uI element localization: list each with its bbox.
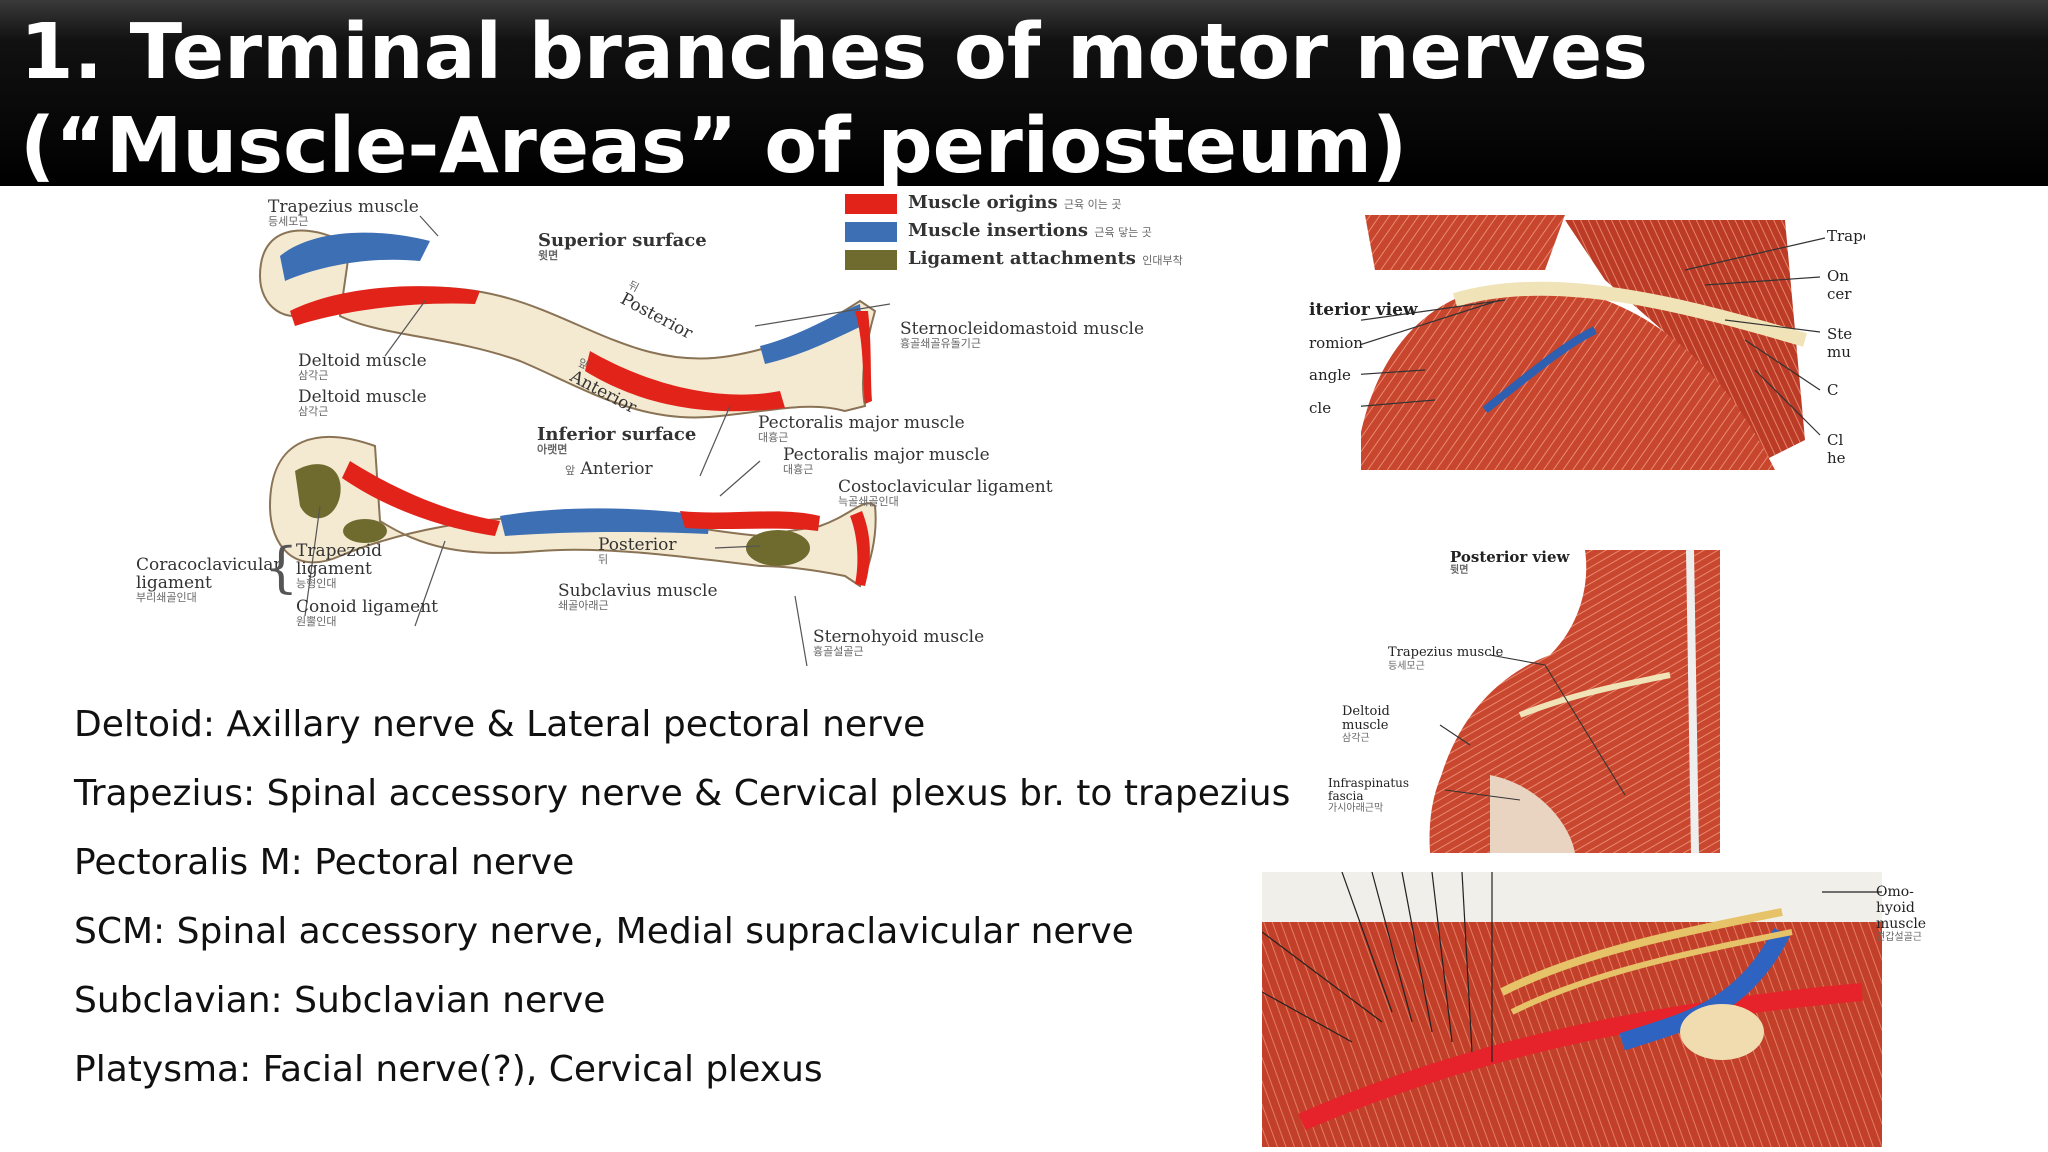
- anterior-label-muscle: cle: [1309, 399, 1332, 417]
- anterior-label-angle: angle: [1309, 366, 1351, 384]
- nerve-list: Deltoid: Axillary nerve & Lateral pector…: [74, 690, 1290, 1104]
- anterior-view-panel: iterior view romion angle cle Trape On c…: [1305, 210, 1865, 480]
- posterior-view-illustration: [1429, 549, 1720, 854]
- legend-swatch-ligaments: [845, 250, 897, 270]
- nerve-item-pectoralis: Pectoralis M: Pectoral nerve: [74, 842, 575, 883]
- insertion-scm: [760, 304, 862, 364]
- title-bar: 1. Terminal branches of motor nerves (“M…: [0, 0, 2048, 191]
- nerve-item-trapezius: Trapezius: Spinal accessory nerve & Cerv…: [74, 773, 1291, 814]
- legend-swatch-origins: [845, 194, 897, 214]
- nerve-item-deltoid: Deltoid: Axillary nerve & Lateral pector…: [74, 704, 926, 745]
- anterior-label-omohyoid: On: [1827, 267, 1849, 285]
- ligament-costoclavicular: [746, 530, 810, 566]
- origin-scm-sternal: [855, 311, 872, 404]
- clavicle-inferior-bone: [268, 435, 877, 588]
- anterior-label-sternocleido: Ste: [1827, 325, 1853, 343]
- label-anterior-bottom: 앞 Anterior: [565, 459, 653, 479]
- clavicle-figure: Muscle origins 근육 이는 곳 Muscle insertions…: [120, 186, 1183, 666]
- slide-title: 1. Terminal branches of motor nerves (“M…: [20, 8, 1649, 191]
- legend-ligaments: Ligament attachments 인대부착: [908, 248, 1183, 269]
- nerve-item-subclavian: Subclavian: Subclavian nerve: [74, 980, 606, 1021]
- nerve-item-platysma: Platysma: Facial nerve(?), Cervical plex…: [74, 1049, 823, 1090]
- anterior-label-acromion: romion: [1309, 334, 1363, 352]
- origin-pectoralis-inferior: [680, 511, 820, 531]
- anterior-label-c: C: [1827, 381, 1839, 399]
- origin-deltoid-inferior: [342, 461, 500, 536]
- neck-dissection-illustration: [1262, 872, 1942, 1147]
- brace: {: [264, 536, 299, 599]
- nerve-item-scm: SCM: Spinal accessory nerve, Medial supr…: [74, 911, 1134, 952]
- anterior-label-muscle-right: mu: [1827, 343, 1851, 361]
- ligament-conoid: [343, 519, 387, 543]
- ligament-trapezoid: [295, 464, 341, 519]
- anterior-label-cervical: cer: [1827, 285, 1852, 303]
- clavicle-drawing: [258, 215, 891, 666]
- legend-swatch-insertions: [845, 222, 897, 242]
- origin-sternohyoid: [850, 511, 870, 586]
- leader-lines: [304, 215, 891, 666]
- anterior-view-illustration: [1305, 210, 1865, 480]
- anterior-label-trapezius: Trape: [1827, 227, 1865, 245]
- insertion-trapezius: [280, 232, 430, 281]
- anterior-title: iterior view: [1309, 300, 1418, 320]
- legend-origins: Muscle origins 근육 이는 곳: [908, 192, 1122, 213]
- origin-pectoralis: [585, 351, 785, 412]
- legend-insertions: Muscle insertions 근육 닿는 곳: [908, 220, 1152, 241]
- anterior-label-clavicle: Cl: [1827, 431, 1844, 449]
- insertion-subclavius: [500, 508, 710, 536]
- origin-deltoid: [290, 286, 480, 326]
- anterior-label-head: he: [1827, 449, 1846, 467]
